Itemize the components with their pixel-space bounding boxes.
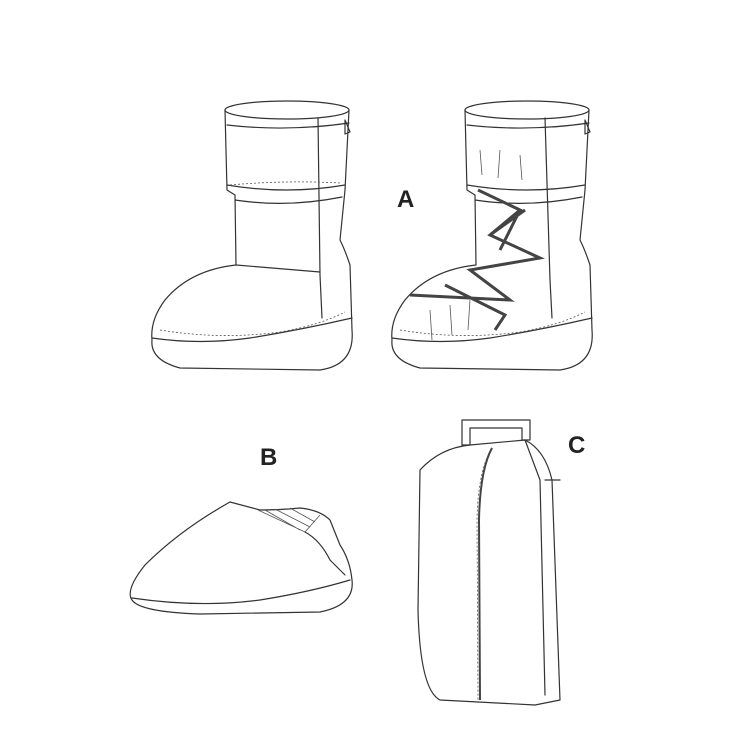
label-a: A xyxy=(397,186,415,213)
slipper xyxy=(129,501,353,615)
boot-plain xyxy=(151,100,353,371)
boot-laced xyxy=(391,100,593,371)
shoe-bag xyxy=(417,419,561,706)
label-b: B xyxy=(260,444,278,471)
label-c: C xyxy=(568,432,586,459)
